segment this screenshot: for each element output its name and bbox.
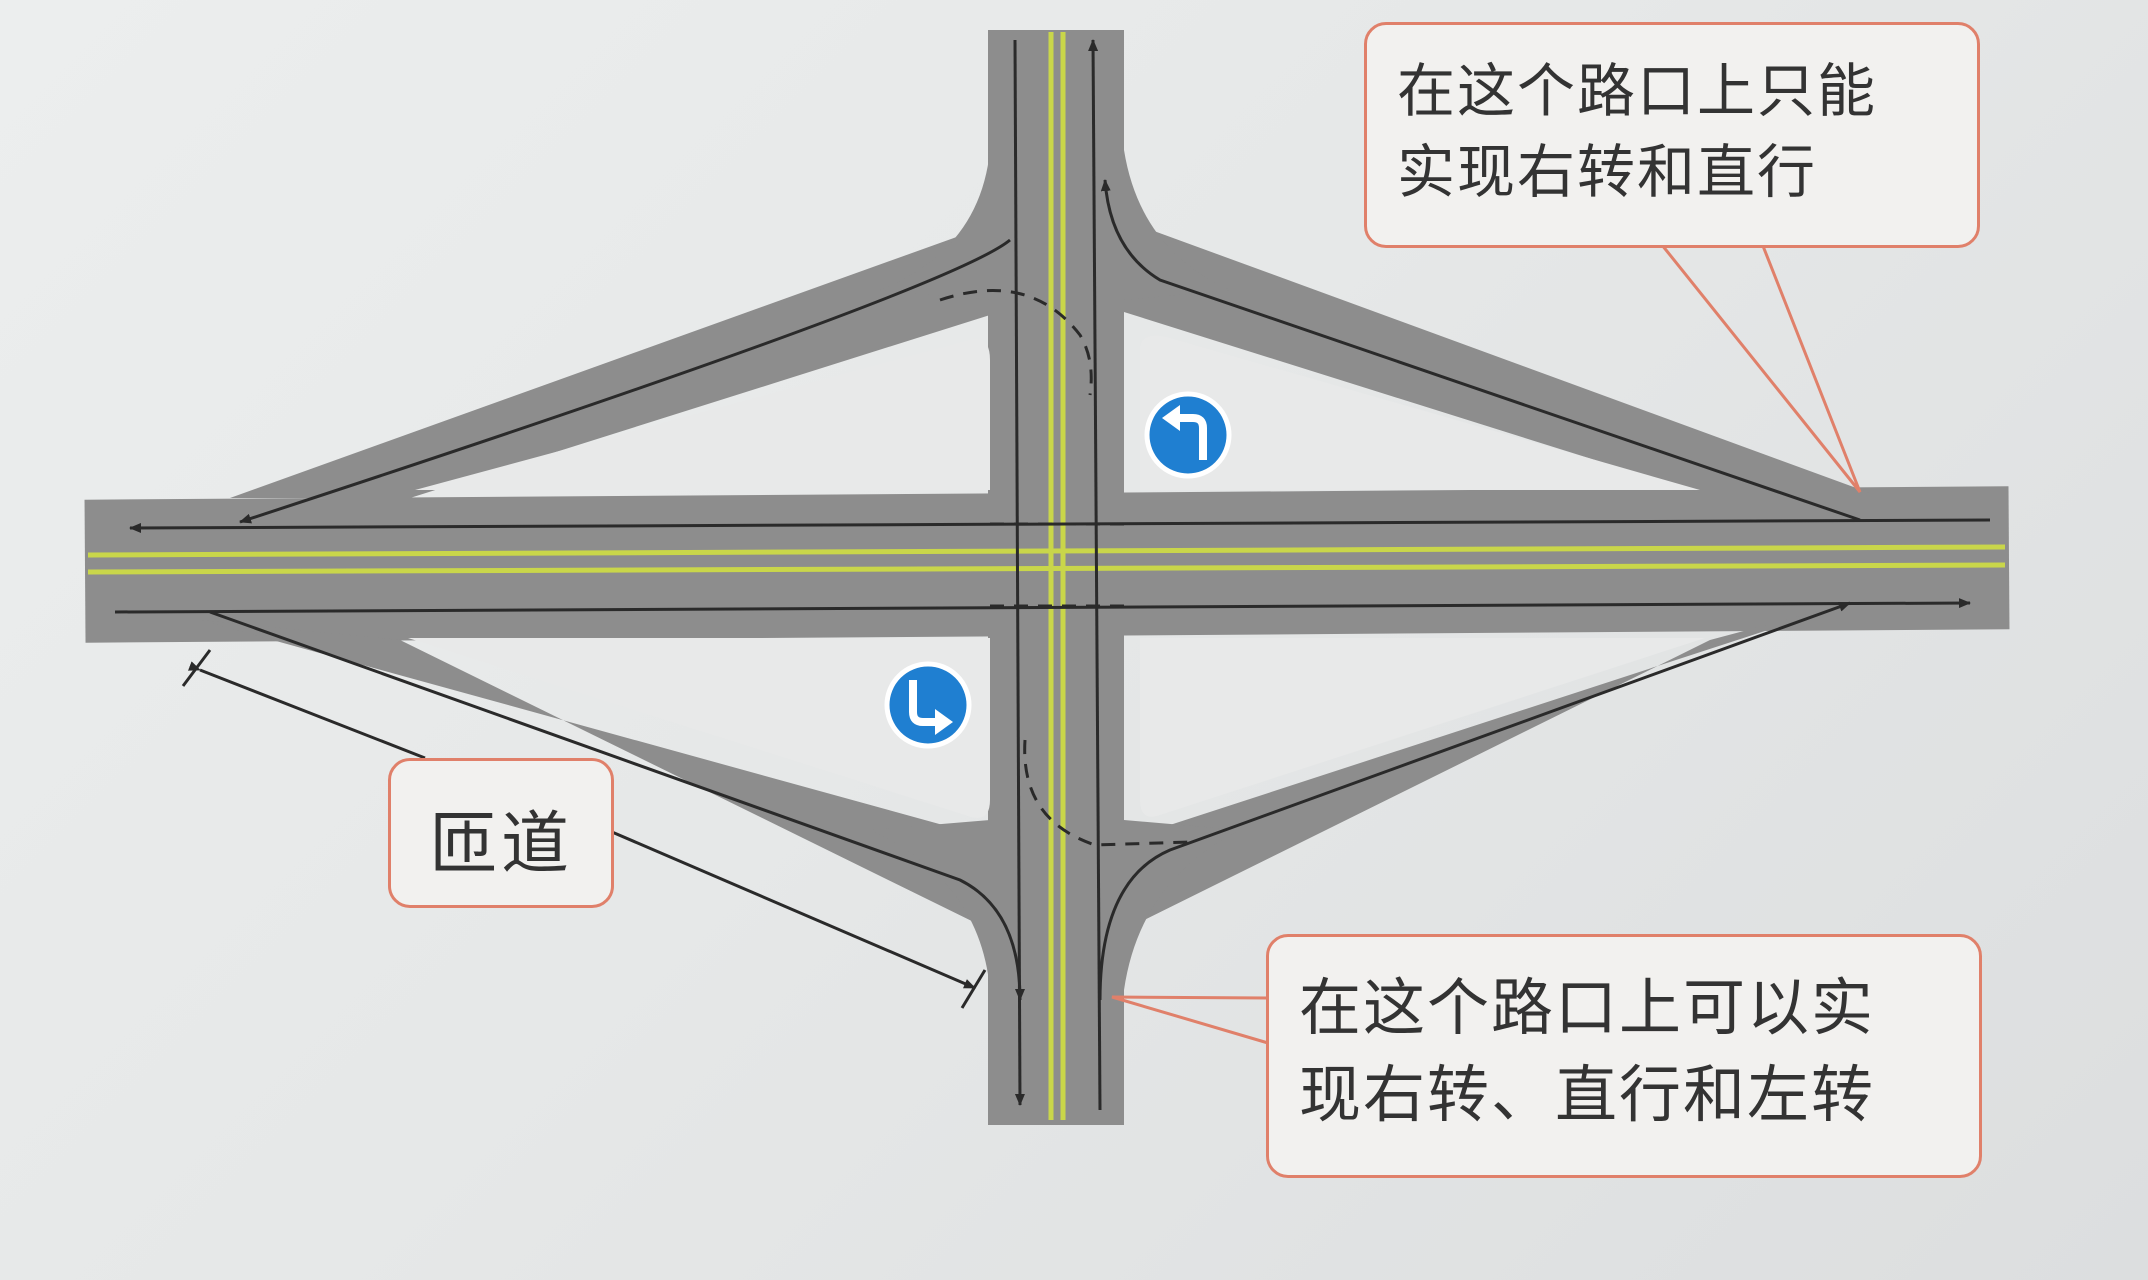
ramp-upper-right	[1124, 220, 1870, 493]
turn-right-sign	[884, 661, 972, 749]
ramp-upper-left	[230, 225, 990, 498]
flare-top-left	[880, 150, 990, 300]
callout-top-right-line2: 实现右转和直行	[1397, 138, 1818, 207]
callout-bottom-right-line1: 在这个路口上可以实	[1299, 971, 1876, 1044]
turn-left-arrow-head	[1162, 405, 1180, 431]
turn-right-sign-disc	[884, 661, 972, 749]
lane-arrows	[114, 39, 1991, 1111]
flare-bottom-right	[1124, 820, 1240, 990]
pointer-bottom-right	[1111, 995, 1269, 1045]
callout-bottom-right: 在这个路口上可以实 现右转、直行和左转	[1266, 934, 1982, 1178]
callout-bottom-right-line2: 现右转、直行和左转	[1299, 1057, 1876, 1131]
ramp-dimension-tick-start	[181, 649, 212, 687]
pointer-top-right	[1660, 244, 1862, 493]
lane-arrow-ramp-lower-left	[209, 610, 1025, 1001]
lane-arrow-southbound-main	[1013, 39, 1025, 1106]
turn-left-sign	[1144, 391, 1232, 479]
ramp-dimension-line-1	[187, 661, 426, 760]
callout-pointers	[1111, 244, 1862, 1045]
island-bottom-right	[1140, 638, 1705, 817]
island-bottom-left	[408, 638, 990, 818]
turn-left-arrow-sign-icon	[1175, 414, 1207, 460]
flare-bottom-left	[870, 820, 990, 990]
lane-arrow-ramp-upper-left	[239, 238, 1011, 524]
ramp-dimension-tick-end	[960, 969, 987, 1009]
traffic-islands	[408, 335, 1705, 818]
left-turn-path-bottom	[1023, 739, 1191, 847]
ramp-dimension-line-2	[611, 830, 976, 990]
callout-top-right: 在这个路口上只能 实现右转和直行	[1364, 22, 1980, 248]
lane-arrow-ramp-lower-right	[1098, 601, 1851, 1001]
left-turn-paths	[939, 289, 1191, 847]
ramp-dimension	[181, 649, 987, 1009]
center-lines	[87, 32, 2006, 1120]
island-top-right	[1140, 335, 1700, 490]
lane-arrow-westbound-main	[129, 518, 1991, 533]
lane-arrow-ramp-upper-right	[1100, 179, 1861, 522]
turn-right-arrow-sign-icon	[909, 680, 940, 726]
center-line-horizontal-2	[87, 562, 2006, 575]
center-line-horizontal-1	[87, 544, 2006, 558]
ramp-label-callout: 匝道	[388, 758, 614, 908]
turn-left-sign-disc	[1144, 391, 1232, 479]
lane-arrow-northbound-main	[1088, 39, 1102, 1111]
callout-top-right-line1: 在这个路口上只能	[1397, 57, 1878, 125]
turn-right-arrow-head	[935, 709, 953, 735]
flare-top-right	[1124, 150, 1230, 300]
ramp-label: 匝道	[428, 805, 573, 884]
island-top-left	[415, 339, 990, 490]
